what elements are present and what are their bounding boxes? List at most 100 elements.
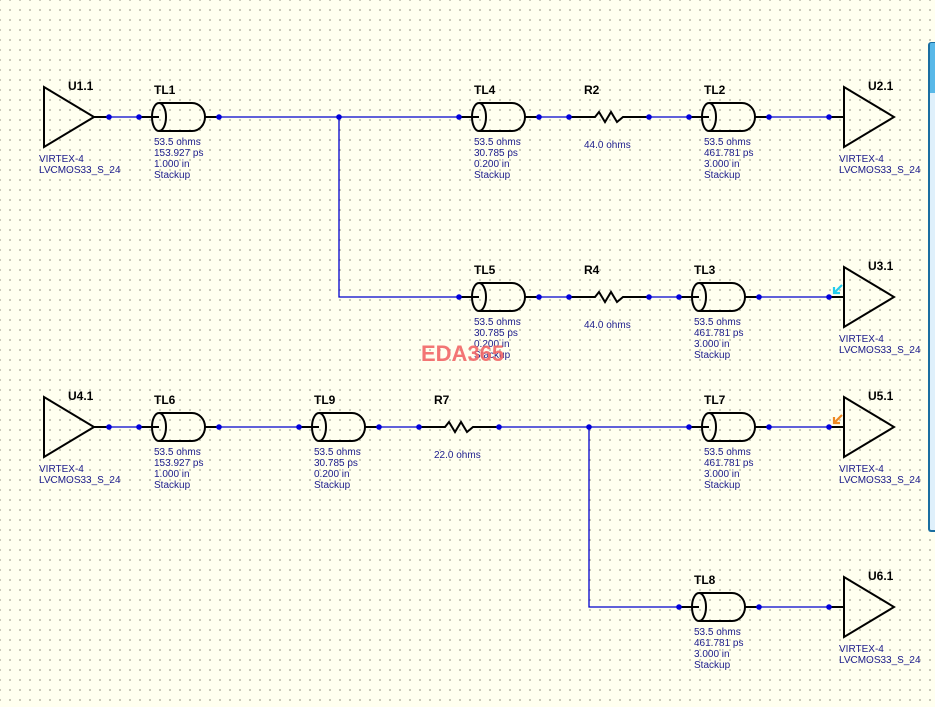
- connection-node[interactable]: [416, 424, 422, 430]
- component-ref: U3.1: [868, 259, 894, 273]
- connection-node[interactable]: [766, 114, 772, 120]
- connection-node[interactable]: [826, 294, 832, 300]
- component-ref: TL8: [694, 573, 716, 587]
- resistor-value-label: 44.0 ohms: [584, 140, 631, 151]
- tl-impedance-label: 53.5 ohms: [474, 137, 521, 148]
- wires: [109, 116, 829, 608]
- receiver-U5.1[interactable]: [829, 395, 896, 459]
- side-panel-scrollbar[interactable]: [928, 42, 935, 532]
- tl-delay-label: 461.781 ps: [704, 148, 754, 159]
- connection-node[interactable]: [766, 424, 772, 430]
- component-ref: U1.1: [68, 79, 94, 93]
- tl-length-label: 3.000 in: [704, 159, 740, 170]
- connection-node[interactable]: [536, 114, 542, 120]
- connection-node[interactable]: [826, 424, 832, 430]
- connection-node[interactable]: [216, 424, 222, 430]
- connection-node[interactable]: [566, 294, 572, 300]
- tl-delay-label: 461.781 ps: [694, 328, 744, 339]
- connection-node[interactable]: [676, 604, 682, 610]
- tl-length-label: 3.000 in: [694, 649, 730, 660]
- connection-node[interactable]: [106, 114, 112, 120]
- wire[interactable]: [588, 427, 679, 608]
- cyan-arrow-icon: [832, 284, 843, 295]
- component-ref: U2.1: [868, 79, 894, 93]
- model-label: LVCMOS33_S_24: [839, 655, 921, 666]
- tl-impedance-label: 53.5 ohms: [154, 447, 201, 458]
- connection-node[interactable]: [826, 604, 832, 610]
- connection-node[interactable]: [106, 424, 112, 430]
- component-ref: U4.1: [68, 389, 94, 403]
- connection-node[interactable]: [566, 114, 572, 120]
- tl-length-label: 0.200 in: [474, 339, 510, 350]
- tl-impedance-label: 53.5 ohms: [694, 627, 741, 638]
- model-label: VIRTEX-4: [839, 644, 884, 655]
- tl-impedance-label: 53.5 ohms: [314, 447, 361, 458]
- component-ref: TL5: [474, 263, 496, 277]
- connection-node[interactable]: [686, 114, 692, 120]
- driver-U1.1[interactable]: [43, 85, 109, 149]
- connection-node[interactable]: [676, 294, 682, 300]
- connection-node[interactable]: [376, 424, 382, 430]
- connection-node[interactable]: [496, 424, 502, 430]
- connection-node[interactable]: [136, 114, 142, 120]
- connection-node[interactable]: [216, 114, 222, 120]
- model-label: LVCMOS33_S_24: [839, 345, 921, 356]
- connection-node[interactable]: [646, 114, 652, 120]
- connection-node[interactable]: [586, 424, 592, 430]
- connection-node[interactable]: [536, 294, 542, 300]
- orange-arrow-icon: [832, 414, 843, 425]
- receiver-U3.1[interactable]: [829, 265, 896, 329]
- component-ref: TL9: [314, 393, 336, 407]
- driver-U4.1[interactable]: [43, 395, 109, 459]
- component-ref: U5.1: [868, 389, 894, 403]
- connection-node[interactable]: [296, 424, 302, 430]
- tl-type-label: Stackup: [154, 170, 191, 181]
- tl-length-label: 0.200 in: [474, 159, 510, 170]
- component-ref: R7: [434, 393, 450, 407]
- tl-delay-label: 30.785 ps: [314, 458, 358, 469]
- connection-node[interactable]: [336, 114, 342, 120]
- tl-delay-label: 461.781 ps: [694, 638, 744, 649]
- receiver-U6.1[interactable]: [829, 575, 896, 639]
- connection-node[interactable]: [456, 114, 462, 120]
- resistor-R2[interactable]: R2 44.0 ohms: [569, 83, 649, 151]
- model-label: VIRTEX-4: [839, 154, 884, 165]
- connection-node[interactable]: [826, 114, 832, 120]
- connection-node[interactable]: [756, 604, 762, 610]
- connection-node[interactable]: [136, 424, 142, 430]
- connection-node[interactable]: [686, 424, 692, 430]
- tl-type-label: Stackup: [704, 480, 741, 491]
- tl-delay-label: 461.781 ps: [704, 458, 754, 469]
- tl-impedance-label: 53.5 ohms: [694, 317, 741, 328]
- component-ref: R2: [584, 83, 600, 97]
- wire[interactable]: [338, 117, 459, 298]
- model-label: VIRTEX-4: [39, 464, 84, 475]
- tl-type-label: Stackup: [694, 660, 731, 671]
- tl-impedance-label: 53.5 ohms: [704, 447, 751, 458]
- tl-impedance-label: 53.5 ohms: [154, 137, 201, 148]
- receiver-U2.1[interactable]: [829, 85, 896, 149]
- connection-node[interactable]: [646, 294, 652, 300]
- component-ref: TL2: [704, 83, 726, 97]
- model-label: LVCMOS33_S_24: [39, 475, 121, 486]
- model-label: VIRTEX-4: [39, 154, 84, 165]
- tl-type-label: Stackup: [474, 350, 511, 361]
- component-ref: TL1: [154, 83, 176, 97]
- connection-node[interactable]: [756, 294, 762, 300]
- tl-length-label: 1.000 in: [154, 159, 190, 170]
- connection-node[interactable]: [456, 294, 462, 300]
- component-ref: R4: [584, 263, 600, 277]
- tl-delay-label: 30.785 ps: [474, 328, 518, 339]
